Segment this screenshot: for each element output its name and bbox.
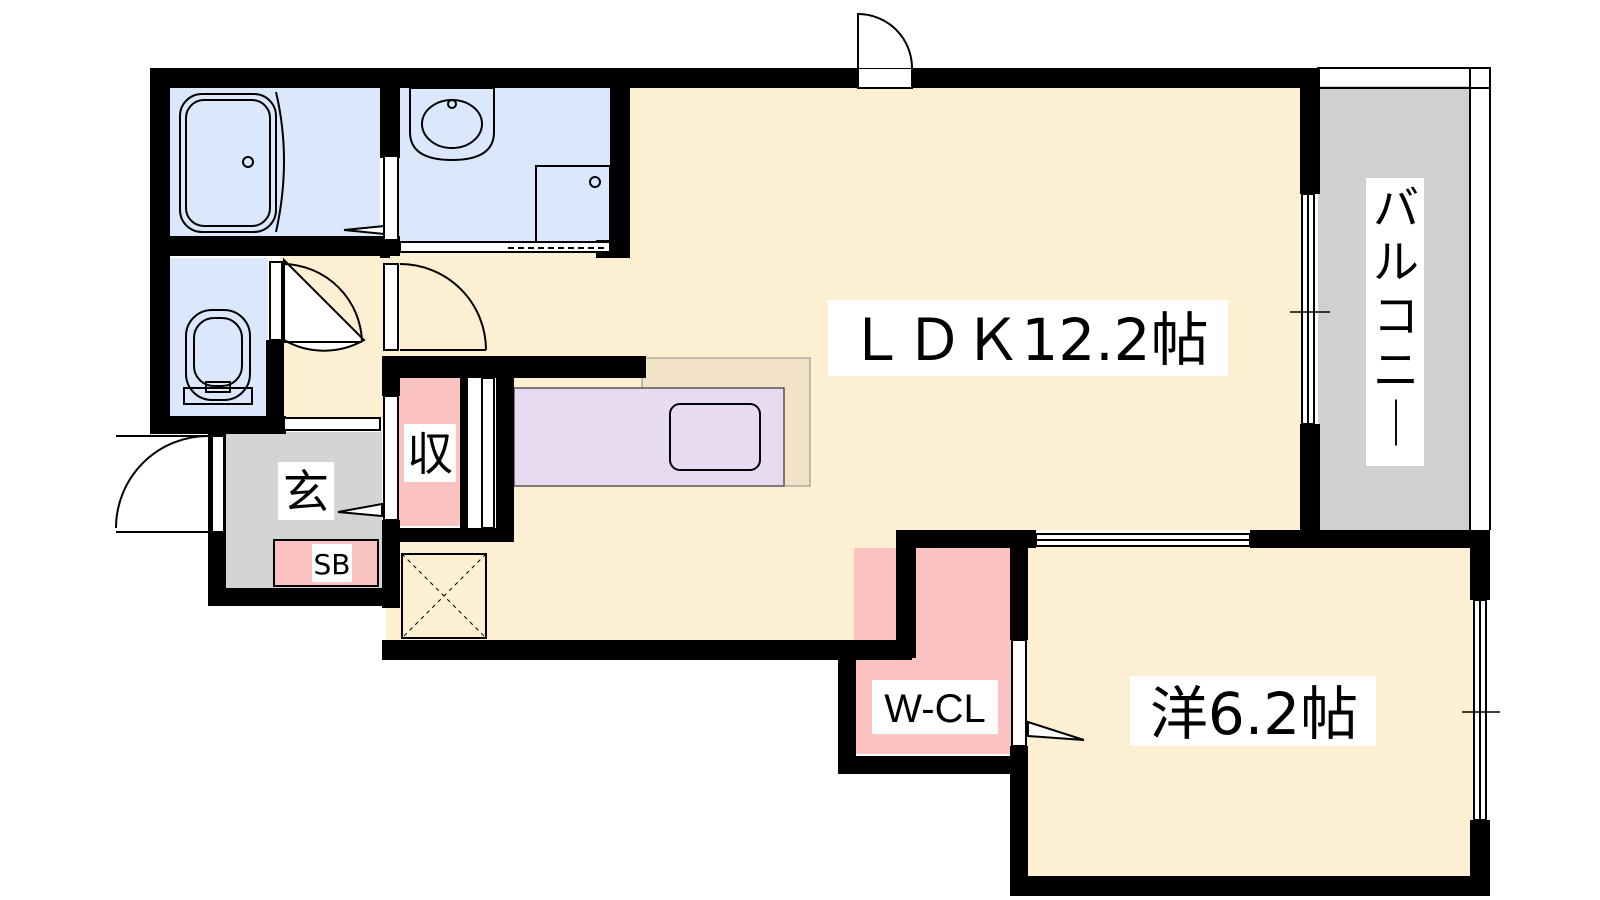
- bathroom-floor: [168, 86, 380, 238]
- washbasin-icon: [409, 87, 495, 162]
- shoe-box-label: SB: [314, 548, 351, 581]
- toilet-icon: [183, 309, 253, 405]
- storage-label-bg: [404, 424, 456, 482]
- storage-label: 収: [407, 427, 453, 481]
- balcony-railing: [1317, 67, 1491, 530]
- walk-in-closet-label: W-CL: [884, 687, 985, 731]
- walls: [150, 68, 1490, 896]
- balcony-label-bg: [1366, 178, 1424, 466]
- doors: [115, 12, 1085, 747]
- shoe-box-label-bg: [312, 544, 352, 582]
- walk-in-closet-label-bg: [872, 680, 998, 734]
- ldk-label: ＬＤＫ12.2帖: [847, 306, 1208, 374]
- western-room-label: 洋6.2帖: [1150, 680, 1358, 748]
- balcony-label: バルコニ｜: [1373, 181, 1419, 451]
- sink-icon: [669, 403, 761, 471]
- ldk-label-bg: [828, 300, 1228, 376]
- bathtub-icon: [179, 91, 285, 233]
- western-room-label-bg: [1130, 676, 1376, 746]
- entrance-label-bg: [278, 462, 334, 520]
- entrance-label: 玄: [283, 465, 329, 519]
